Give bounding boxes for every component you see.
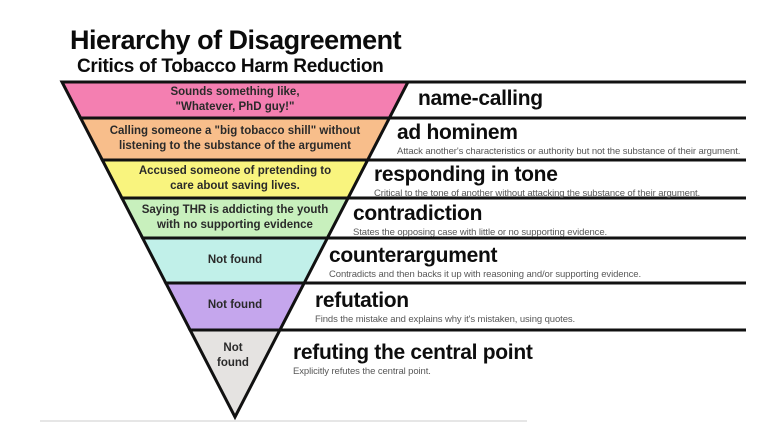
example-name-calling: Sounds something like, "Whatever, PhD gu… <box>170 85 300 113</box>
label-row-refutation: refutation Finds the mistake and explain… <box>315 289 576 326</box>
label-row-counterargument: counterargument Contradicts and then bac… <box>329 244 642 281</box>
example-responding-in-tone: Accused someone of pretending to care ab… <box>138 164 332 192</box>
label-row-name-calling: name-calling <box>418 87 543 110</box>
level-name: ad hominem <box>397 121 518 144</box>
level-description: States the opposing case with little or … <box>353 227 608 239</box>
level-description: Finds the mistake and explains why it's … <box>315 314 576 326</box>
label-row-responding-in-tone: responding in tone Critical to the tone … <box>374 163 701 200</box>
label-row-refuting-central-point: refuting the central point Explicitly re… <box>293 341 533 378</box>
example-refutation: Not found <box>207 299 263 312</box>
page-title: Hierarchy of Disagreement <box>70 25 402 55</box>
level-name: counterargument <box>329 244 498 267</box>
level-description: Critical to the tone of another without … <box>374 188 701 200</box>
page-subtitle: Critics of Tobacco Harm Reduction <box>77 56 384 77</box>
example-counterargument: Not found <box>207 253 263 266</box>
example-refuting-central-point: Not found <box>217 341 249 369</box>
level-name: responding in tone <box>374 163 558 186</box>
example-ad-hominem: Calling someone a "big tobacco shill" wi… <box>109 124 361 152</box>
level-name: refutation <box>315 289 409 312</box>
level-name: contradiction <box>353 202 483 225</box>
pyramid-level-refuting-central-point <box>187 328 283 421</box>
level-name: name-calling <box>418 87 543 110</box>
level-description: Explicitly refutes the central point. <box>293 366 431 378</box>
label-row-ad-hominem: ad hominem Attack another's characterist… <box>397 121 741 158</box>
level-description: Contradicts and then backs it up with re… <box>329 269 642 281</box>
example-contradiction: Saying THR is addicting the youth with n… <box>141 203 329 231</box>
label-row-contradiction: contradiction States the opposing case w… <box>353 202 608 239</box>
level-name: refuting the central point <box>293 341 533 364</box>
level-description: Attack another's characteristics or auth… <box>397 146 741 158</box>
